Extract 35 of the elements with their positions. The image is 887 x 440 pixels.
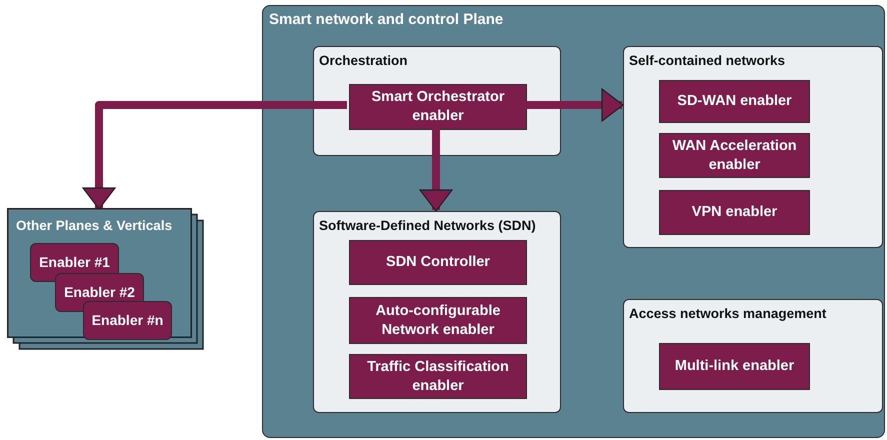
enabler-box (659, 190, 810, 235)
enabler-label: Auto-configurable Network enabler (374, 302, 502, 340)
panel-title: Orchestration (319, 53, 408, 68)
enabler-label: Multi-link enabler (674, 357, 796, 376)
group-panel (313, 211, 561, 413)
enabler-label: Enabler #1 (38, 253, 111, 272)
group-panel (623, 299, 883, 413)
enabler-label: VPN enabler (690, 203, 778, 222)
enabler-label: SD-WAN enabler (676, 92, 793, 111)
plane-panel (262, 5, 885, 438)
arrow (82, 101, 347, 210)
enabler-box (349, 240, 527, 285)
enabler-box (659, 80, 810, 123)
panel-title: Software-Defined Networks (SDN) (319, 218, 536, 233)
enabler-label: Traffic Classification enabler (366, 358, 510, 396)
enabler-box (659, 343, 810, 390)
enabler-label: SDN Controller (385, 253, 491, 272)
enabler-label: WAN Acceleration enabler (671, 136, 798, 174)
group-panel (313, 46, 561, 156)
plane-title: Smart network and control Plane (269, 11, 504, 28)
panel-title: Other Planes & Verticals (16, 218, 172, 233)
enabler-box (349, 297, 527, 344)
enabler-label: Enabler #n (90, 311, 164, 330)
panel-title: Self-contained networks (629, 53, 786, 68)
enabler-box (349, 354, 527, 399)
arrow (525, 88, 624, 122)
enabler-box (659, 133, 810, 178)
enabler-card (83, 301, 172, 340)
enabler-label: Smart Orchestrator enabler (370, 88, 506, 126)
panel-title: Access networks management (629, 306, 826, 321)
enabler-label: Enabler #2 (63, 283, 136, 302)
enabler-box (349, 84, 527, 130)
arrow (419, 128, 453, 212)
stacked-panel (7, 208, 204, 350)
group-panel (623, 46, 883, 248)
